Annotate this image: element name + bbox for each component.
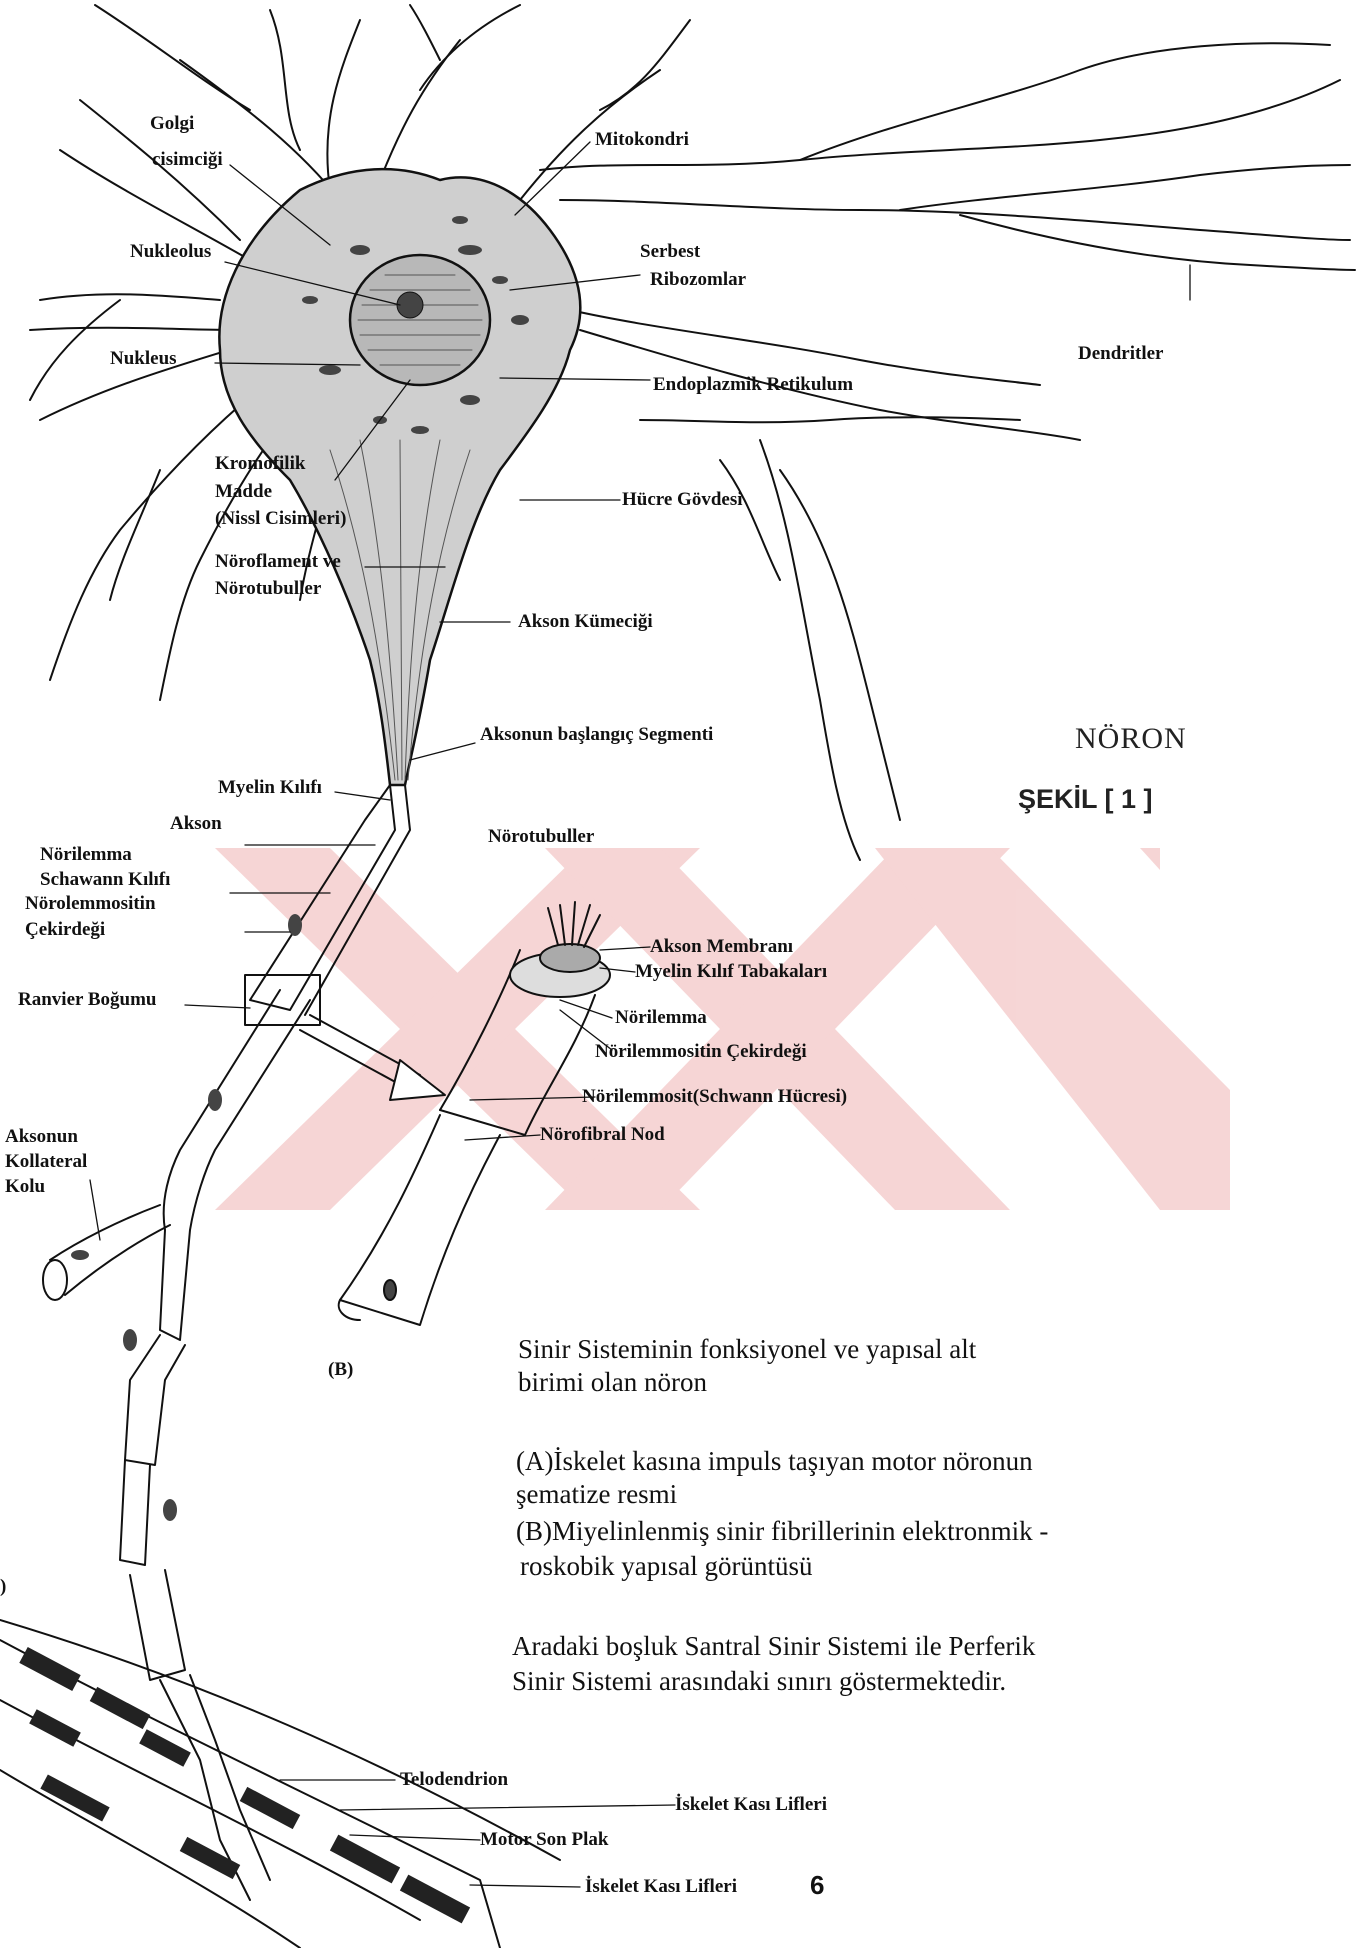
caption-p3-line2: Sinir Sistemi arasındaki sınırı gösterme… <box>512 1665 1006 1697</box>
label-kromofilik-1: Kromofilik <box>215 452 305 476</box>
label-dendritler: Dendritler <box>1078 342 1163 366</box>
label-kollateral-1: Aksonun <box>5 1125 78 1149</box>
label-endoplazmik: Endoplazmik Retikulum <box>653 373 853 397</box>
figure-number: ŞEKİL [ 1 ] <box>1018 784 1153 815</box>
caption-a-line2: şematize resmi <box>516 1478 677 1510</box>
label-kromofilik-3: (Nissl Cisimleri) <box>215 507 346 531</box>
label-kromofilik-2: Madde <box>215 480 272 504</box>
label-norilemma-b: Nörilemma <box>615 1006 707 1030</box>
label-serbest-1: Serbest <box>640 240 700 264</box>
caption-p1-line2: birimi olan nöron <box>518 1366 707 1398</box>
label-myelin-kilifi: Myelin Kılıfı <box>218 776 322 800</box>
label-nukleus: Nukleus <box>110 347 177 371</box>
page-number: 6 <box>810 1870 824 1901</box>
label-myelin-tabaka: Myelin Kılıf Tabakaları <box>635 960 827 984</box>
label-nukleolus: Nukleolus <box>130 240 211 264</box>
nucleolus <box>397 292 423 318</box>
label-telodendrion: Telodendrion <box>400 1768 508 1792</box>
label-norolemmositin-1: Nörolemmositin <box>25 892 156 916</box>
caption-a-line1: (A)İskelet kasına impuls taşıyan motor n… <box>516 1445 1033 1477</box>
label-norotubuller-b: Nörotubuller <box>488 825 594 849</box>
label-noroflament-1: Nöroflament ve <box>215 550 341 574</box>
label-golgi-2: cisimciği <box>152 148 223 172</box>
label-norilemmosit: Nörilemmosit(Schwann Hücresi) <box>582 1085 847 1109</box>
label-kollateral-3: Kolu <box>5 1175 45 1199</box>
label-kollateral-2: Kollateral <box>5 1150 87 1174</box>
watermark <box>215 848 1230 1210</box>
figure-title: NÖRON <box>1075 722 1187 756</box>
label-akson-kumecigi: Akson Kümeciği <box>518 610 653 634</box>
ranvier-box <box>245 975 320 1025</box>
label-motor-son-plak: Motor Son Plak <box>480 1828 608 1852</box>
label-golgi-1: Golgi <box>150 112 194 136</box>
label-akson-membrani: Akson Membranı <box>650 935 793 959</box>
label-akson-baslangic: Aksonun başlangıç Segmenti <box>480 723 713 747</box>
label-iskelet-1: İskelet Kası Lifleri <box>675 1793 827 1817</box>
axon-collateral <box>43 1205 170 1300</box>
label-mitokondri: Mitokondri <box>595 128 689 152</box>
label-norilemma-2: Schawann Kılıfı <box>40 868 170 892</box>
label-serbest-2: Ribozomlar <box>650 268 746 292</box>
sub-label-a: ) <box>0 1575 6 1599</box>
label-norolemmositin-2: Çekirdeği <box>25 918 105 942</box>
label-hucre-govdesi: Hücre Gövdesi <box>622 488 743 512</box>
label-akson: Akson <box>170 812 222 836</box>
label-norilemmositin-cek: Nörilemmositin Çekirdeği <box>595 1040 807 1064</box>
caption-b-line1: (B)Miyelinlenmiş sinir fibrillerinin ele… <box>516 1515 1048 1547</box>
caption-b-line2: roskobik yapısal görüntüsü <box>520 1550 812 1582</box>
label-norilemma-1: Nörilemma <box>40 843 132 867</box>
caption-p1-line1: Sinir Sisteminin fonksiyonel ve yapısal … <box>518 1333 976 1365</box>
label-ranvier: Ranvier Boğumu <box>18 988 156 1012</box>
label-norofibral: Nörofibral Nod <box>540 1123 665 1147</box>
caption-p3-line1: Aradaki boşluk Santral Sinir Sistemi ile… <box>512 1630 1035 1662</box>
label-iskelet-2: İskelet Kası Lifleri <box>585 1875 737 1899</box>
label-noroflament-2: Nörotubuller <box>215 577 321 601</box>
sub-label-b: (B) <box>328 1358 353 1382</box>
